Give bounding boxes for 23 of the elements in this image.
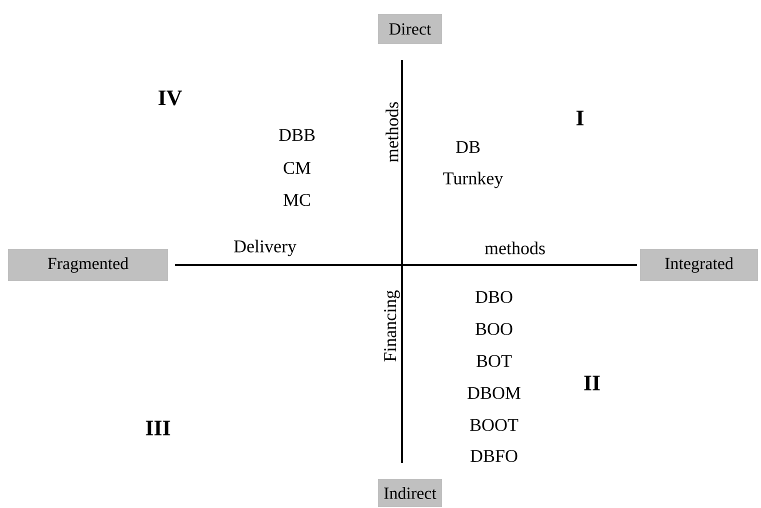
axis-end-box: Direct: [378, 14, 442, 44]
method-label: DB: [456, 141, 480, 153]
axis-end-box: Fragmented: [8, 249, 168, 281]
axis-label: Delivery: [234, 240, 296, 256]
quadrant-number: II: [584, 376, 600, 390]
axis-label: Financing: [384, 290, 400, 362]
axis-label: methods: [386, 102, 398, 162]
quadrant-number: IV: [158, 90, 182, 106]
method-label: DBB: [279, 129, 315, 141]
method-label: BOO: [476, 322, 512, 336]
method-label: DBO: [476, 290, 512, 304]
axis-end-box: Indirect: [378, 479, 442, 507]
axis-label: methods: [484, 242, 545, 254]
method-label: DBFO: [470, 450, 518, 462]
method-label: CM: [284, 162, 310, 174]
method-label: DBOM: [468, 386, 520, 400]
method-label: Turnkey: [443, 172, 504, 188]
method-label: MC: [284, 194, 310, 206]
quadrant-number: III: [146, 420, 170, 436]
quadrant-number: I: [576, 110, 584, 126]
axis-end-box: Integrated: [640, 249, 758, 281]
method-label: BOT: [476, 354, 512, 368]
method-label: BOOT: [470, 418, 518, 432]
